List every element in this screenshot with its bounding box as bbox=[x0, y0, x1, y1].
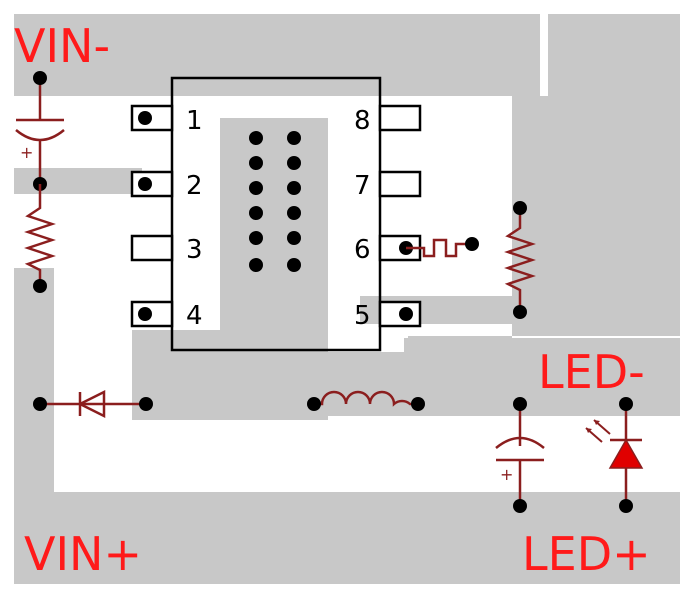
ic-pad-2 bbox=[130, 170, 174, 198]
copper-right-lower bbox=[404, 338, 680, 416]
pin-label-2: 2 bbox=[186, 171, 203, 201]
label-led-plus: LED+ bbox=[522, 527, 651, 581]
label-vin-plus: VIN+ bbox=[24, 527, 142, 581]
ic-pad-8 bbox=[378, 104, 422, 132]
diode-triangle bbox=[77, 389, 106, 419]
left-resistor bbox=[24, 184, 56, 293]
pin-label-4: 4 bbox=[186, 301, 203, 331]
ic-pad-7 bbox=[378, 170, 422, 198]
label-led-minus: LED- bbox=[538, 345, 645, 399]
pin-label-1: 1 bbox=[186, 106, 203, 136]
label-vin-minus: VIN- bbox=[14, 19, 110, 73]
pin6-trace bbox=[406, 238, 472, 258]
ic-body bbox=[170, 76, 382, 352]
pin-label-3: 3 bbox=[186, 235, 203, 265]
ic-pad-3 bbox=[130, 234, 174, 262]
pin-label-5: 5 bbox=[354, 301, 371, 331]
ic-pad-5 bbox=[378, 300, 422, 328]
copper-top-left bbox=[14, 14, 540, 96]
pin-label-7: 7 bbox=[354, 171, 371, 201]
ic-thermal-vias bbox=[249, 131, 301, 272]
cap-polarity-plus-right: + bbox=[500, 465, 513, 484]
led-triangle bbox=[608, 438, 644, 469]
ic-pad-4 bbox=[130, 300, 174, 328]
diode bbox=[33, 389, 153, 419]
output-capacitor: + bbox=[495, 397, 545, 513]
ic-pad-1 bbox=[130, 104, 174, 132]
copper-right-top bbox=[328, 14, 680, 416]
copper-pours bbox=[14, 14, 680, 584]
copper-left-band bbox=[14, 168, 142, 194]
led bbox=[585, 397, 644, 513]
cap-polarity-plus-left: + bbox=[20, 143, 33, 162]
pin-label-8: 8 bbox=[354, 106, 371, 136]
pin-label-6: 6 bbox=[354, 235, 371, 265]
inductor bbox=[307, 390, 425, 411]
copper-ic-center bbox=[220, 118, 328, 348]
input-capacitor: + bbox=[15, 71, 65, 191]
right-resistor bbox=[504, 201, 536, 319]
copper-center-lower bbox=[132, 330, 328, 420]
